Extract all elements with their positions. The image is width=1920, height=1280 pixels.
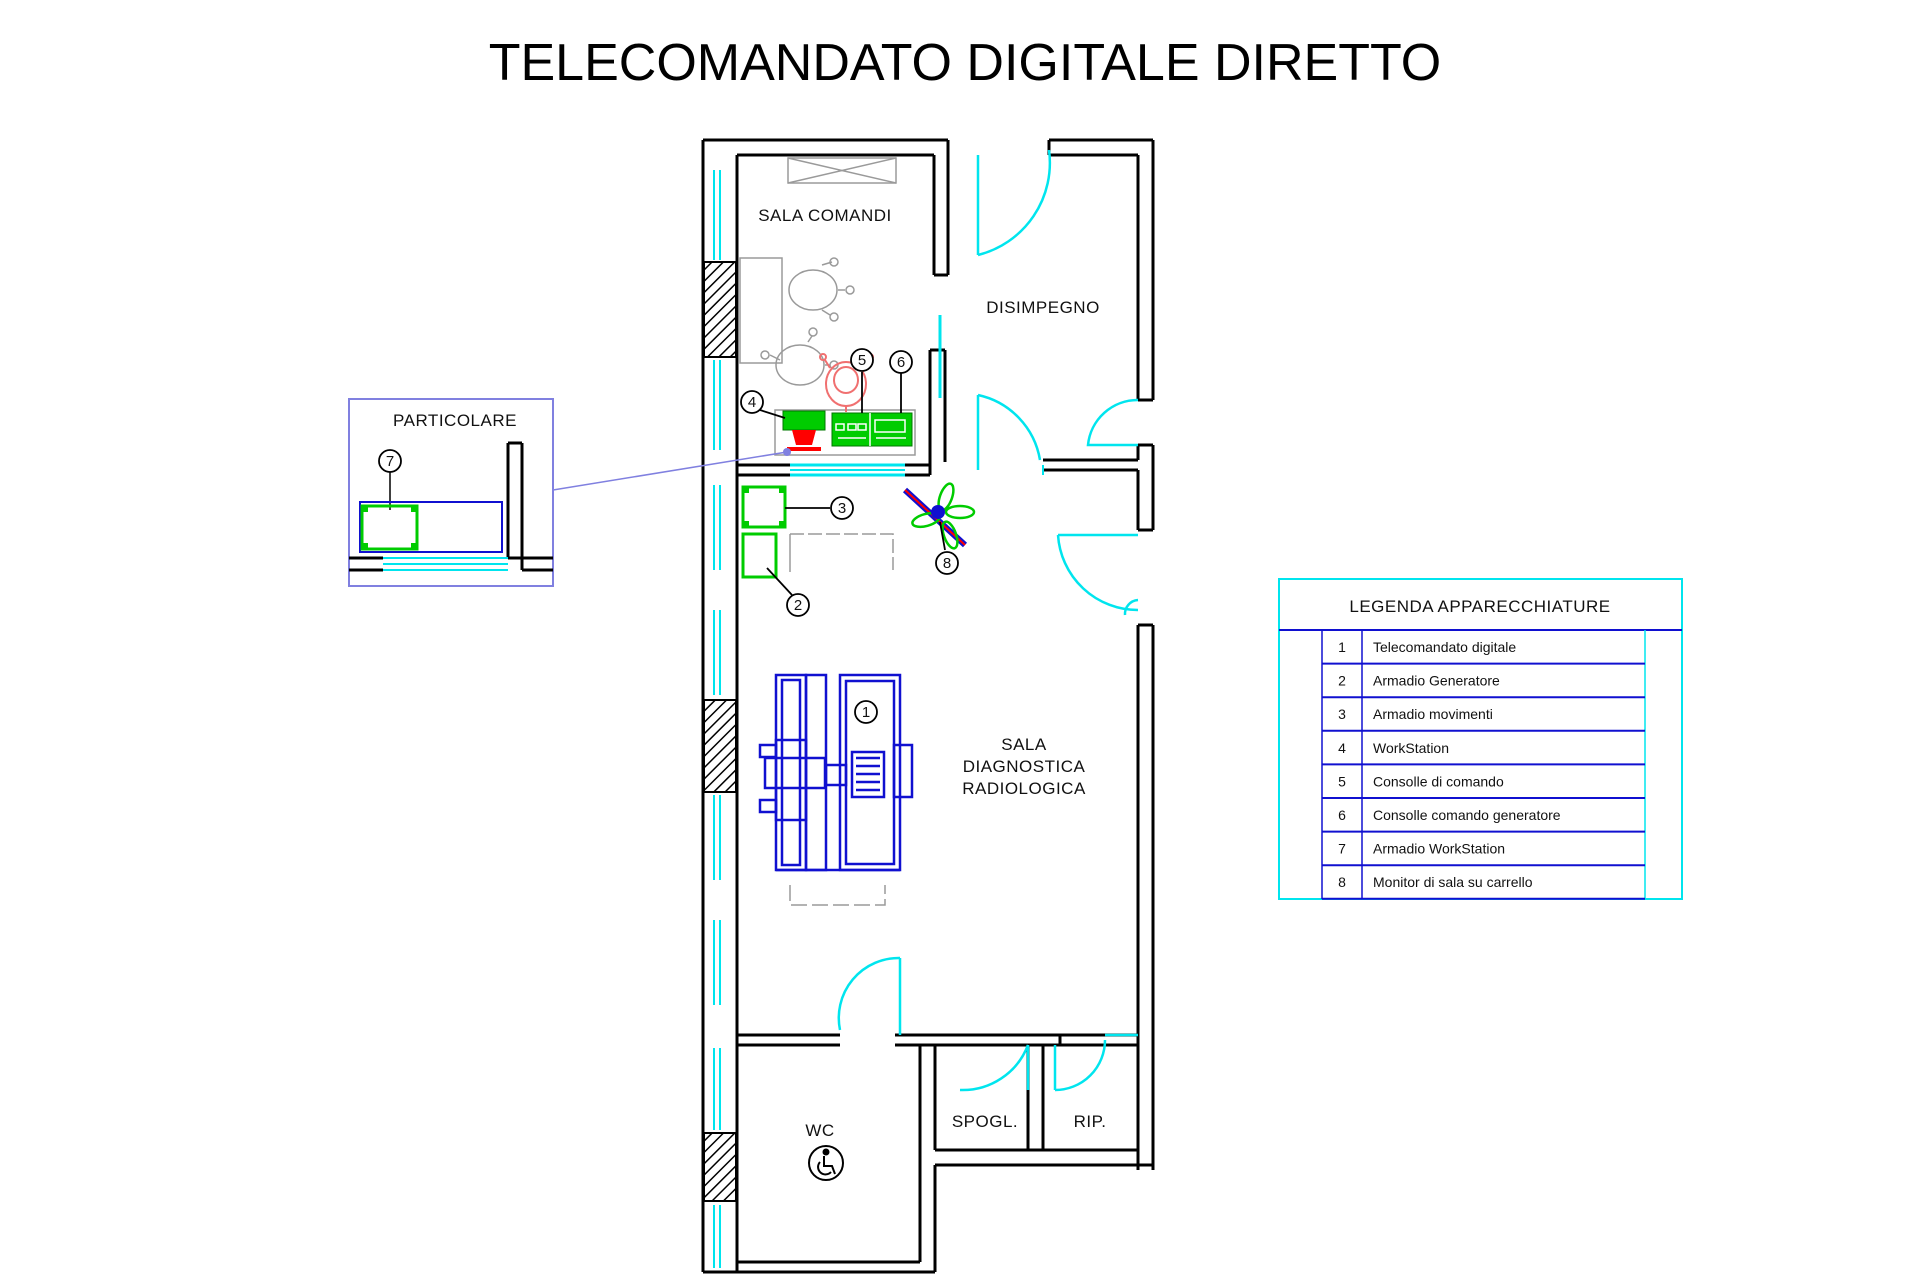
legend-row: 1 Telecomandato digitale (1322, 639, 1645, 665)
legend-item-label: WorkStation (1373, 740, 1449, 756)
svg-text:1: 1 (862, 704, 870, 721)
marker-7-label: 7 (386, 453, 394, 470)
room-label-spogl: SPOGL. (952, 1112, 1018, 1131)
legend-item-label: Monitor di sala su carrello (1373, 874, 1533, 890)
legend: LEGENDA APPARECCHIATURE 1 Telecomandato d… (1278, 578, 1683, 900)
svg-text:2: 2 (794, 597, 802, 614)
legend-item-label: Armadio movimenti (1373, 706, 1493, 722)
marker-8: 8 (935, 551, 959, 575)
svg-text:5: 5 (858, 352, 866, 369)
cabinets (741, 485, 894, 579)
room-label-wc: WC (805, 1121, 834, 1140)
monitor-cart (902, 482, 976, 550)
legend-item-label: Armadio WorkStation (1373, 841, 1505, 857)
windows (713, 170, 1044, 1268)
legend-row: 8 Monitor di sala su carrello (1322, 874, 1645, 900)
legend-row: 2 Armadio Generatore (1322, 673, 1645, 699)
structural-columns (703, 261, 737, 1202)
legend-item-number: 7 (1338, 841, 1346, 857)
marker-4: 4 (740, 390, 764, 414)
legend-item-number: 4 (1338, 740, 1346, 756)
control-room-furniture (739, 157, 916, 456)
legend-item-number: 2 (1338, 673, 1346, 689)
svg-text:6: 6 (897, 354, 905, 371)
legend-row: 7 Armadio WorkStation (1322, 841, 1645, 867)
svg-text:3: 3 (838, 500, 846, 517)
legend-row: 3 Armadio movimenti (1322, 706, 1645, 732)
equipment-markers (759, 372, 946, 596)
legend-item-number: 1 (1338, 639, 1346, 655)
legend-item-label: Telecomandato digitale (1373, 639, 1516, 655)
legend-row: 4 WorkStation (1322, 740, 1645, 766)
xray-table-clearance (789, 885, 886, 906)
marker-3: 3 (830, 496, 854, 520)
legend-row: 5 Consolle di comando (1322, 773, 1645, 799)
legend-item-label: Armadio Generatore (1373, 673, 1500, 689)
svg-text:8: 8 (943, 555, 951, 572)
legend-item-number: 6 (1338, 807, 1346, 823)
room-label-sala-line1: SALA (1001, 735, 1047, 754)
legend-title: LEGENDA APPARECCHIATURE (1349, 597, 1610, 616)
detail-callout: PARTICOLARE 7 (348, 398, 791, 587)
room-label-rip: RIP. (1074, 1112, 1107, 1131)
legend-item-label: Consolle comando generatore (1373, 807, 1561, 823)
legend-item-label: Consolle di comando (1373, 773, 1504, 789)
accessible-wc-icon (808, 1145, 844, 1181)
marker-6: 6 (889, 350, 913, 374)
legend-item-number: 5 (1338, 773, 1346, 789)
svg-text:4: 4 (748, 394, 756, 411)
xray-table (758, 673, 914, 872)
legend-item-number: 8 (1338, 874, 1346, 890)
marker-1: 1 (854, 700, 878, 724)
drawing-title: TELECOMANDATO DIGITALE DIRETTO (489, 34, 1442, 92)
detail-title: PARTICOLARE (393, 411, 517, 430)
marker-2: 2 (786, 593, 810, 617)
room-label-sala-comandi: SALA COMANDI (758, 206, 892, 225)
consoles (831, 412, 913, 447)
marker-5: 5 (850, 348, 874, 372)
room-label-disimpegno: DISIMPEGNO (986, 298, 1100, 317)
doors (837, 149, 1139, 1092)
legend-row: 6 Consolle comando generatore (1322, 807, 1645, 833)
workstation (782, 410, 826, 451)
room-label-sala-line2: DIAGNOSTICA (963, 757, 1086, 776)
room-label-sala-line3: RADIOLOGICA (962, 779, 1086, 798)
legend-item-number: 3 (1338, 706, 1346, 722)
